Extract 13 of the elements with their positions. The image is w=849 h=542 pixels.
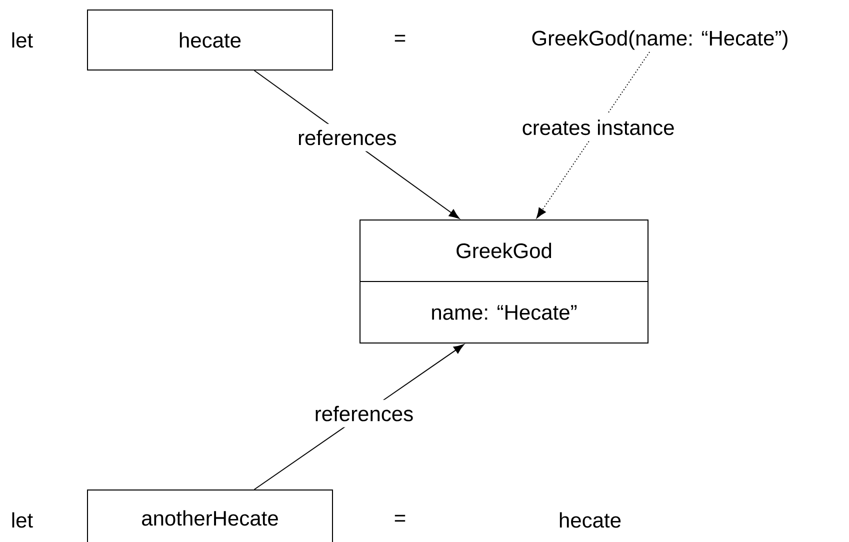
code-text: = (394, 514, 406, 522)
edge-label: references (308, 400, 420, 428)
code-text: let (12, 512, 33, 528)
edge-label: references (292, 124, 403, 152)
variable-box: anotherHecate (87, 490, 333, 542)
code-text: let (12, 32, 33, 48)
edge-label: creates instance (516, 114, 681, 142)
class-box: GreekGod name: “Hecate” (359, 220, 649, 344)
arrow (536, 51, 650, 218)
variable-box: hecate (87, 10, 333, 70)
code-text: GreekGod(name: “Hecate”) (532, 30, 788, 50)
code-text: hecate (560, 512, 621, 528)
code-text: = (394, 34, 406, 42)
